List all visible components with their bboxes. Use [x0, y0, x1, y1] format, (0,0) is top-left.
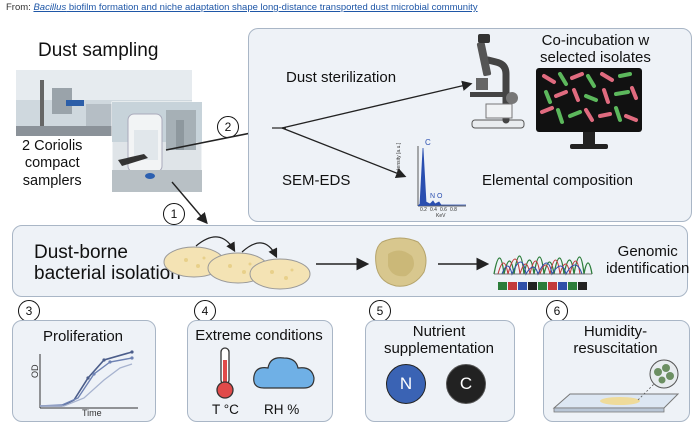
step-3-badge: 3 — [18, 300, 40, 322]
genomic-identification-label: Genomic identification — [606, 243, 690, 278]
petri-dishes-image — [163, 236, 311, 290]
eds-peak-n: N — [430, 193, 436, 200]
coincubation-label: Co-incubation w selected isolates — [540, 32, 651, 67]
eds-tick-2: 0.4 — [430, 207, 437, 213]
dust-sterilization-label: Dust sterilization — [286, 69, 397, 86]
eds-axis-x: KeV — [436, 213, 446, 219]
samplers-label: 2 Coriolis compact samplers — [20, 138, 85, 191]
humidity-resuscitation-title: Humidity- resuscitation — [573, 323, 658, 358]
proliferation-panel — [12, 320, 156, 422]
nutrient-title: Nutrient supplementation — [383, 323, 495, 358]
carbon-icon: C — [446, 364, 486, 404]
step-1-badge: 1 — [163, 203, 185, 225]
isolation-title: Dust-borne bacterial isolation — [34, 242, 181, 285]
growth-curve-chart — [39, 350, 138, 409]
biofilm-colony-image — [375, 237, 427, 287]
slide-droplet-image — [552, 359, 680, 413]
sem-eds-label: SEM-EDS — [282, 172, 351, 189]
step-6-badge: 6 — [546, 300, 568, 322]
microscope-icon — [470, 34, 525, 129]
growth-curve-ylabel: OD — [30, 364, 40, 379]
cloud-icon — [253, 357, 315, 389]
elemental-composition-label: Elemental composition — [482, 172, 633, 189]
eds-tick-4: 0.8 — [450, 207, 457, 213]
eds-peak-c: C — [425, 138, 431, 147]
thermometer-icon — [216, 347, 234, 399]
step-4-badge: 4 — [194, 300, 216, 322]
article-link[interactable]: Bacillus biofilm formation and niche ada… — [33, 2, 478, 13]
eds-tick-3: 0.6 — [440, 207, 447, 213]
chromatogram-image — [493, 255, 593, 290]
growth-curve-xlabel: Time — [82, 408, 102, 418]
nitrogen-icon: N — [386, 364, 426, 404]
extreme-conditions-title: Extreme conditions — [195, 327, 323, 344]
eds-peak-o: O — [437, 193, 443, 200]
temperature-label: T °C — [212, 402, 239, 417]
eds-tick-1: 0.2 — [420, 207, 427, 213]
humidity-label: RH % — [264, 402, 300, 417]
sampling-photo — [16, 70, 203, 193]
figure-source-line: From: Bacillus biofilm formation and nic… — [6, 2, 478, 13]
eds-spectrum-chart — [417, 146, 466, 207]
dust-sampling-title: Dust sampling — [38, 40, 159, 61]
step-5-badge: 5 — [369, 300, 391, 322]
proliferation-title: Proliferation — [42, 328, 124, 345]
monitor-bacteria-image — [536, 68, 642, 149]
